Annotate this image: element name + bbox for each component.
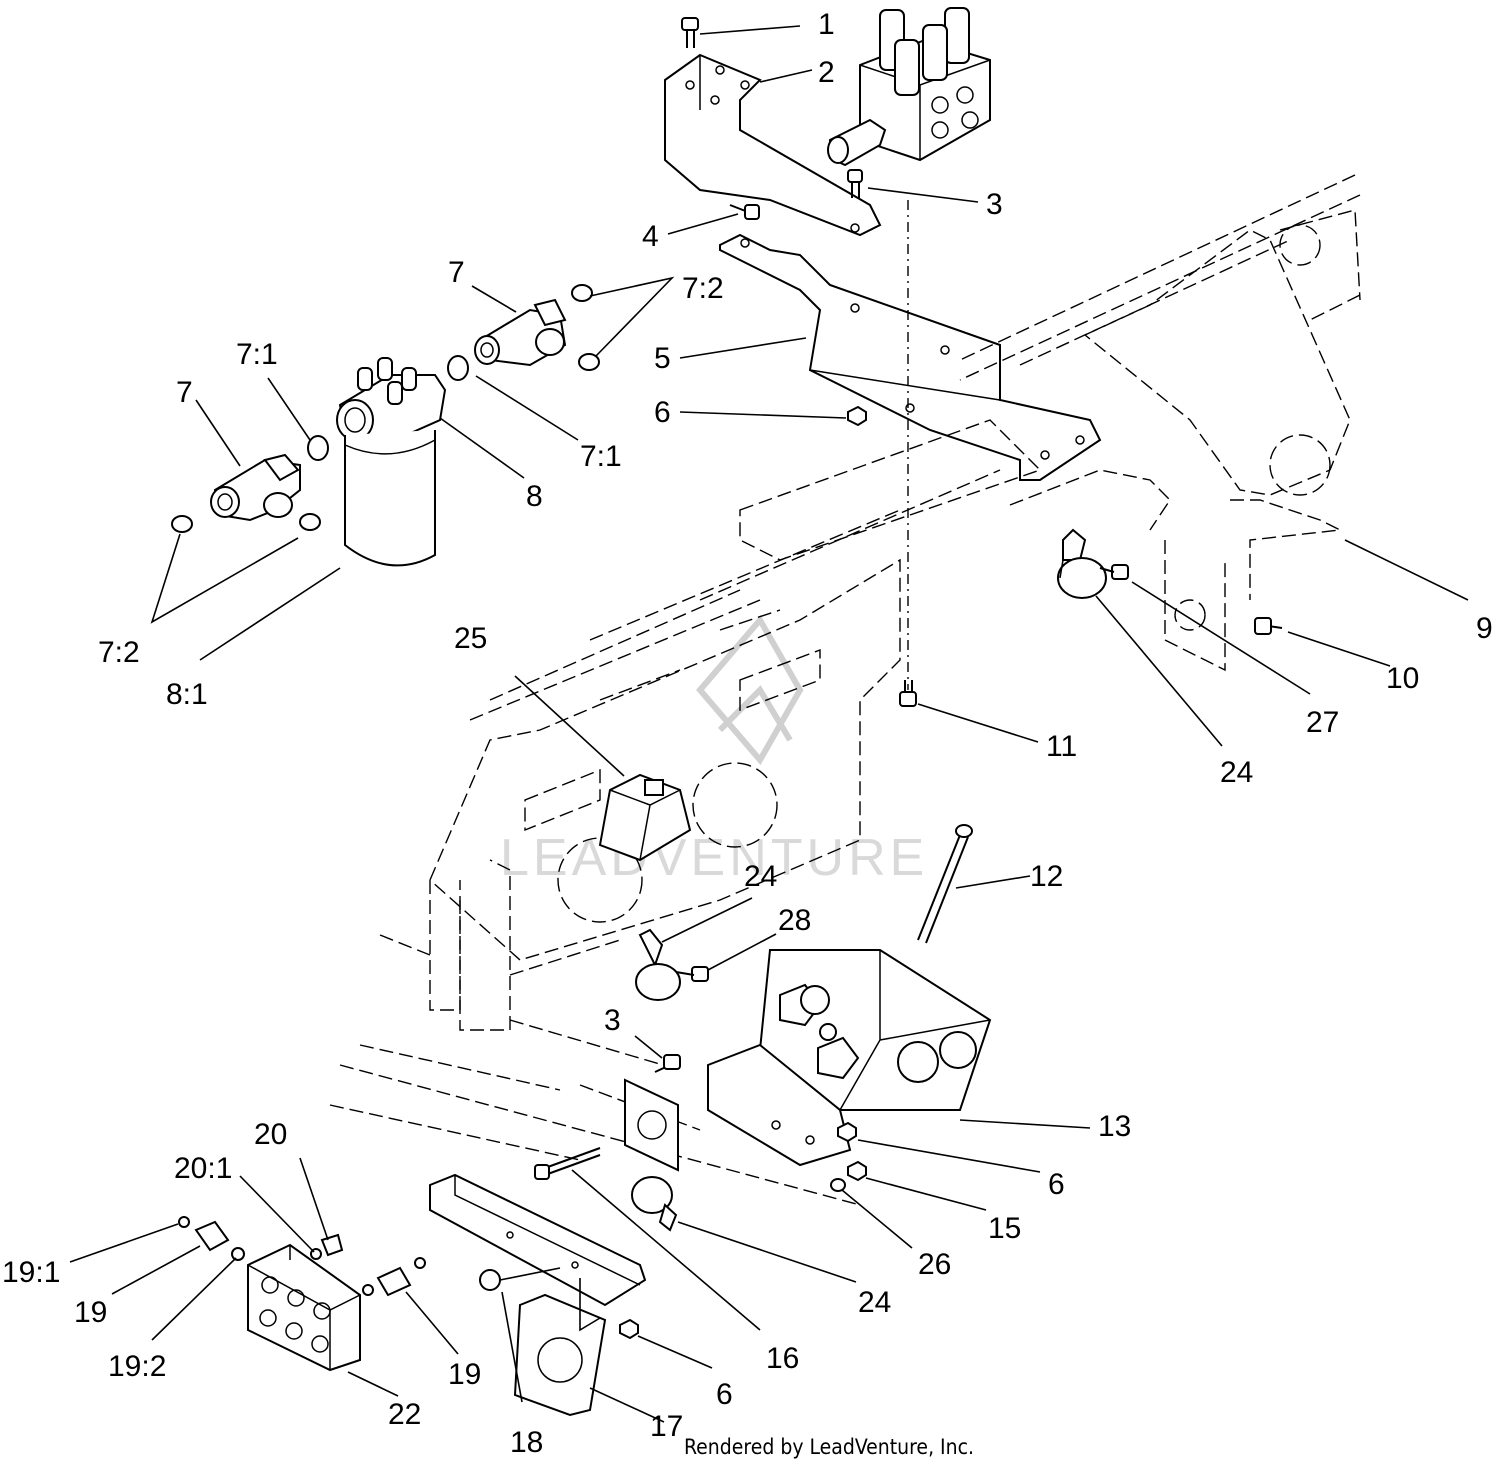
- washer-26: [830, 1178, 846, 1192]
- callout-19-right: 19: [448, 1358, 481, 1391]
- callout-6-lower: 6: [716, 1378, 733, 1411]
- bolt-3-upper: [847, 169, 863, 198]
- credit-text: Rendered by LeadVenture, Inc.: [684, 1435, 974, 1459]
- leader-lines: [69, 25, 1469, 1423]
- bolt-28: [675, 966, 709, 982]
- callout-19-1: 19:1: [2, 1256, 60, 1289]
- callout-10: 10: [1386, 662, 1419, 695]
- o-rings: [171, 284, 600, 533]
- bolt-27: [1099, 564, 1129, 580]
- watermark-logo: [696, 614, 804, 766]
- callout-8-1: 8:1: [166, 678, 208, 711]
- callout-6-upper: 6: [654, 396, 671, 429]
- callout-2: 2: [818, 56, 835, 89]
- manifold-22: [247, 1243, 361, 1372]
- callout-4: 4: [642, 220, 659, 253]
- bolt-11: [899, 680, 917, 707]
- bolt-10: [1254, 617, 1283, 635]
- clamp-24-middle: [635, 928, 681, 1001]
- upper-bracket: [664, 53, 882, 237]
- callout-11: 11: [1046, 730, 1077, 763]
- callout-12: 12: [1030, 860, 1063, 893]
- fitting-19-right: [362, 1257, 426, 1297]
- callout-3-lower: 3: [604, 1004, 621, 1037]
- callout-9: 9: [1476, 612, 1493, 645]
- fitting-19-left: [178, 1216, 245, 1261]
- callout-16: 16: [766, 1342, 799, 1375]
- watermark-text: LEADVENTURE: [500, 829, 928, 887]
- callout-8: 8: [526, 480, 543, 513]
- mount-plate-lower: [624, 1078, 679, 1172]
- callout-7-1-right: 7:1: [580, 440, 622, 473]
- callout-labels: 1 2 3 4 5 6 7 7:2 7:1 7 7:1 8 7:2 8:1 9 …: [2, 8, 1493, 1459]
- nut-6-upper: [847, 405, 867, 427]
- bolt-4: [729, 204, 760, 220]
- bolt-1: [681, 17, 699, 48]
- main-frame: [329, 174, 1361, 1206]
- callout-19-left: 19: [74, 1296, 107, 1329]
- nut-6-middle: [837, 1121, 857, 1143]
- callout-24-lower: 24: [858, 1286, 891, 1319]
- callout-6-middle: 6: [1048, 1168, 1065, 1201]
- tee-fitting-right: [474, 298, 567, 367]
- nut-6-lower: [619, 1318, 639, 1340]
- callout-19-2: 19:2: [108, 1350, 166, 1383]
- callout-7-right: 7: [448, 256, 465, 289]
- clamp-24-lower: [631, 1176, 678, 1232]
- channel-bracket: [429, 1173, 647, 1307]
- callout-1: 1: [818, 8, 835, 41]
- valve-block: [827, 7, 991, 167]
- callout-7-left: 7: [176, 376, 193, 409]
- mount-plate: [719, 233, 1102, 481]
- callout-25: 25: [454, 622, 487, 655]
- callout-5: 5: [654, 342, 671, 375]
- callout-28: 28: [778, 904, 811, 937]
- fitting-20: [310, 1233, 344, 1260]
- callout-3-upper: 3: [986, 188, 1003, 221]
- clamp-24-upper: [1057, 528, 1107, 599]
- callout-7-2-lower: 7:2: [98, 636, 140, 669]
- callout-13: 13: [1098, 1110, 1131, 1143]
- nut-15: [847, 1160, 867, 1182]
- tee-fitting-left: [210, 453, 301, 522]
- callout-17: 17: [650, 1410, 683, 1443]
- callout-7-1-left: 7:1: [236, 338, 278, 371]
- plug-18: [479, 1269, 501, 1291]
- filter-head: [336, 357, 447, 442]
- valve-block-13: [707, 949, 992, 1167]
- callout-27: 27: [1306, 706, 1339, 739]
- bracket-25: [598, 773, 692, 862]
- bolt-3-lower: [654, 1054, 681, 1073]
- filter-cartridge: [344, 430, 436, 567]
- callout-18: 18: [510, 1426, 543, 1459]
- callout-20: 20: [254, 1118, 287, 1151]
- callout-20-1: 20:1: [174, 1152, 232, 1185]
- callout-26: 26: [918, 1248, 951, 1281]
- bolt-16: [534, 1147, 601, 1180]
- callout-24-upper: 24: [1220, 756, 1253, 789]
- callout-22: 22: [388, 1398, 421, 1431]
- rod-12: [917, 824, 973, 944]
- callout-15: 15: [988, 1212, 1021, 1245]
- callout-24-middle: 24: [744, 860, 777, 893]
- callout-7-2-upper: 7:2: [682, 272, 724, 305]
- plate-17: [513, 1293, 607, 1417]
